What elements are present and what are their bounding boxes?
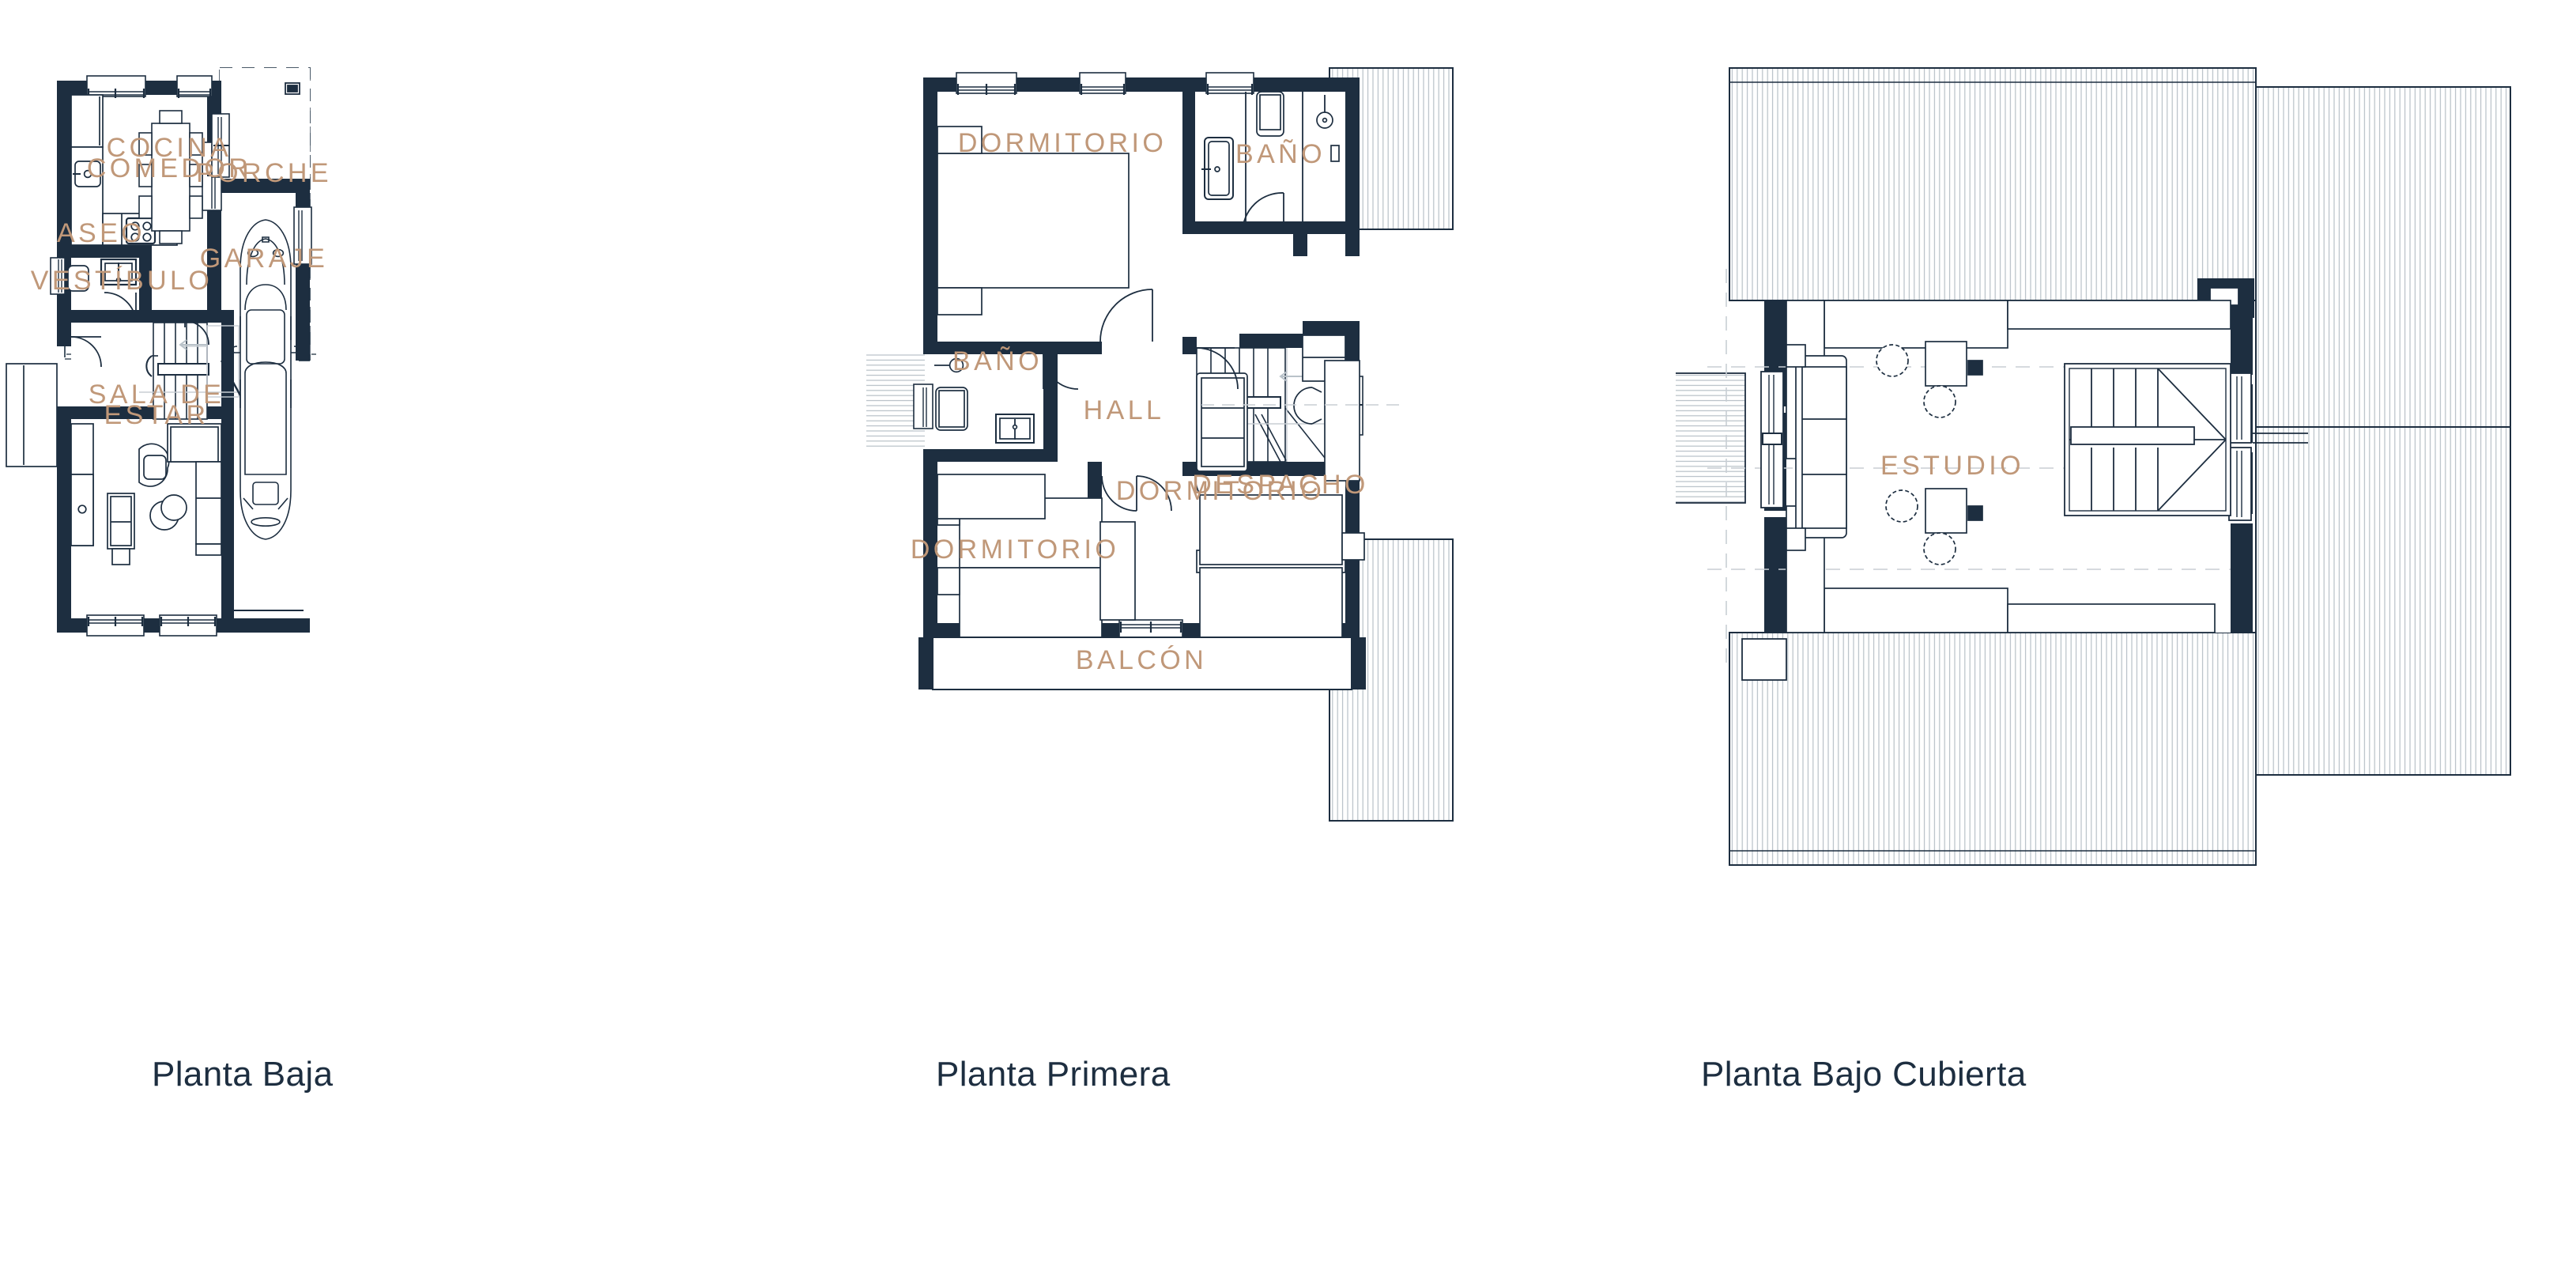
stair-direction-arrow — [179, 339, 207, 350]
roof-panel-bottom — [1729, 632, 2257, 866]
label-garaje: GARAJE — [200, 244, 328, 274]
window-dormitorio-1 — [956, 72, 1017, 95]
stair-landing-guides — [139, 325, 239, 398]
window-kitchen-1 — [86, 75, 146, 98]
window-bano-top — [1205, 72, 1254, 95]
window-sala-2 — [159, 614, 217, 637]
sala-furniture — [70, 423, 222, 565]
window-estudio-right-1 — [2228, 372, 2252, 444]
planta-bajo-cubierta-drawing: ESTUDIO — [1676, 67, 2511, 866]
planta-bajo-cubierta-geometry: ESTUDIO — [1676, 67, 2511, 866]
dormitorio-lower-right-beds — [1099, 494, 1365, 638]
bano-upper-door — [1242, 192, 1284, 233]
window-porche-left — [211, 113, 230, 178]
room-labels-plan-1: COCINA COMEDOR ASEO VESTÍBULO SALA DE ES… — [31, 133, 332, 430]
estudio-desk-lower — [1885, 488, 1983, 565]
estudio-desk-upper — [1876, 341, 1983, 418]
balcon-walls — [918, 637, 1366, 690]
wall-jambs — [57, 81, 310, 361]
planta-primera-geometry: DORMITORIO BAÑO BAÑO HALL DORMITORIO DOR… — [866, 67, 1454, 822]
window-garage-right — [293, 206, 312, 265]
label-porche: PORCHE — [196, 158, 332, 188]
bano-left-fixtures — [934, 357, 1035, 444]
window-estudio-left — [1760, 371, 1784, 508]
staircase-ground — [145, 322, 209, 420]
title-planta-primera: Planta Primera — [936, 1055, 1171, 1094]
stair-under-diagonal — [220, 360, 242, 396]
room-labels-plan-2: DORMITORIO BAÑO BAÑO HALL DORMITORIO DOR… — [911, 128, 1369, 675]
window-aseo — [50, 257, 66, 295]
label-dormitorio-lower-left: DORMITORIO — [911, 535, 1119, 565]
planta-primera-drawing: DORMITORIO BAÑO BAÑO HALL DORMITORIO DOR… — [866, 67, 1454, 822]
staircase-attic — [2064, 363, 2231, 516]
label-cocina-comedor: COCINA — [107, 133, 232, 163]
dining-table-set — [138, 110, 203, 244]
label-vestibulo: VESTÍBULO — [31, 266, 213, 296]
planta-baja-geometry: COCINA COMEDOR ASEO VESTÍBULO SALA DE ES… — [6, 67, 332, 637]
aseo-door — [104, 292, 137, 323]
aseo-fixtures — [67, 258, 138, 292]
title-planta-baja: Planta Baja — [152, 1055, 334, 1094]
window-group-top — [86, 75, 213, 98]
room-labels-plan-3: ESTUDIO — [1880, 451, 2024, 481]
window-sala-1 — [86, 614, 145, 637]
bano-upper-partition — [1245, 92, 1303, 225]
attic-skylight — [1741, 638, 1787, 681]
label-despacho: DESPACHO — [1192, 470, 1369, 500]
balcon — [932, 637, 1352, 690]
porche-drain-fixture — [285, 82, 300, 95]
roof-panel-left-small — [1676, 372, 1746, 504]
label-hall: HALL — [1084, 395, 1165, 425]
label-aseo: ASEO — [57, 218, 145, 248]
entrance-step — [6, 363, 58, 467]
sliding-door-opening — [82, 407, 152, 418]
planta-baja-drawing: COCINA COMEDOR ASEO VESTÍBULO SALA DE ES… — [6, 67, 332, 637]
label-estudio: ESTUDIO — [1880, 451, 2024, 481]
window-group-bottom — [86, 614, 217, 637]
window-kitchen-2 — [176, 75, 213, 98]
label-bano-upper: BAÑO — [1235, 139, 1326, 169]
window-group-p2-top — [956, 72, 1254, 95]
label-dormitorio-master: DORMITORIO — [958, 128, 1167, 158]
window-dormitorio-2 — [1079, 72, 1126, 95]
label-sala-de-estar: SALA DE — [89, 380, 225, 410]
label-sala-de-estar-2: ESTAR — [104, 400, 209, 430]
despacho-door — [1196, 347, 1239, 390]
window-bano-left — [913, 383, 933, 429]
label-bano-left: BAÑO — [952, 346, 1043, 376]
attic-right-notch — [2253, 433, 2308, 444]
despacho-chair-swivel — [1293, 387, 1322, 425]
garage-car — [232, 219, 300, 540]
roof-panel-right — [2255, 86, 2511, 776]
estudio-sofa — [1786, 344, 1847, 551]
kitchen-hall-opening — [180, 311, 206, 322]
master-bed — [937, 126, 1130, 315]
title-planta-bajo-cubierta: Planta Bajo Cubierta — [1701, 1055, 2027, 1094]
label-balcon: BALCÓN — [1076, 645, 1207, 675]
roof-panel-top — [1729, 67, 2257, 301]
window-estudio-right-2 — [2228, 447, 2252, 521]
bano-upper-fixtures — [1201, 91, 1340, 200]
entrance-door — [70, 336, 102, 368]
label-cocina-comedor-2: COMEDOR — [87, 153, 251, 183]
label-dormitorio-lower-right: DORMITORIO — [1116, 476, 1325, 506]
